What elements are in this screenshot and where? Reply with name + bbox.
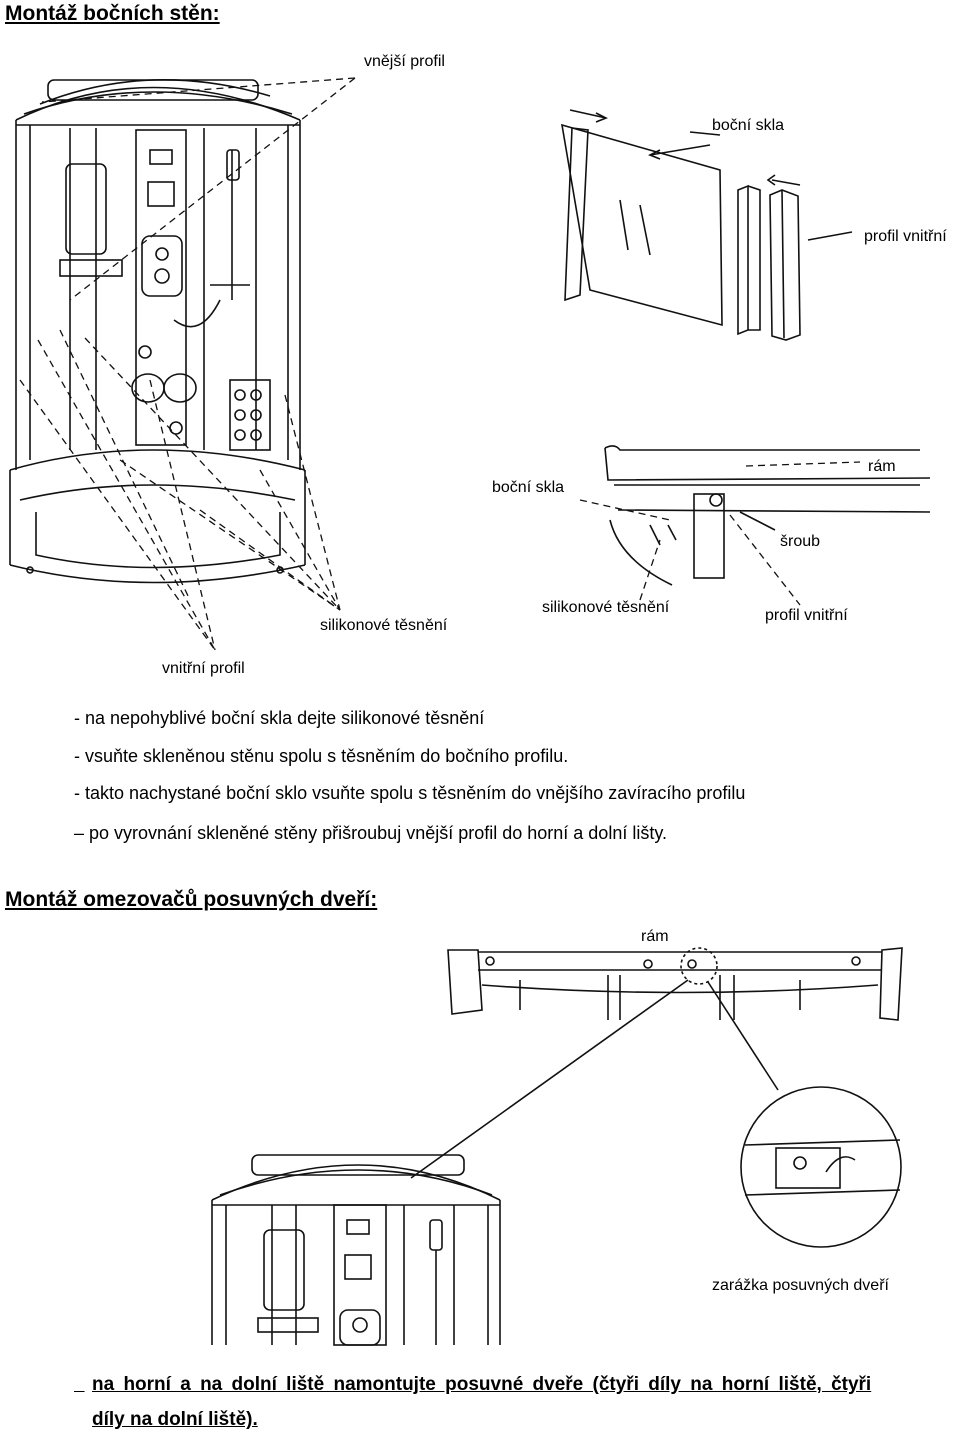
section2-instruction-line1: na horní a na dolní liště namontujte pos… bbox=[92, 1374, 872, 1395]
section1-title: Montáž bočních stěn: bbox=[5, 2, 220, 25]
label-vnitrni-profil: vnitřní profil bbox=[162, 660, 245, 677]
label-ram-top: rám bbox=[868, 458, 896, 475]
label-zarazka: zarážka posuvných dveří bbox=[712, 1277, 889, 1294]
instruction-3: - takto nachystané boční sklo vsuňte spo… bbox=[74, 783, 746, 803]
label-vnejsi-profil: vnější profil bbox=[364, 53, 445, 70]
instruction-1: - na nepohyblivé boční skla dejte siliko… bbox=[74, 708, 485, 728]
section2-instruction-line2: díly na dolní liště). bbox=[92, 1409, 258, 1430]
label-profil-vnitrni-top: profil vnitřní bbox=[864, 228, 947, 245]
label-silikonove-tesneni-1: silikonové těsnění bbox=[320, 617, 448, 634]
label-sroub: šroub bbox=[780, 533, 821, 550]
label-bocni-skla-top: boční skla bbox=[712, 117, 785, 134]
section2-title: Montáž omezovačů posuvných dveří: bbox=[5, 888, 378, 911]
label-profil-vnitrni-mid: profil vnitřní bbox=[765, 607, 848, 624]
instruction-4: – po vyrovnání skleněné stěny přišroubuj… bbox=[74, 823, 667, 843]
instruction-2: - vsuňte skleněnou stěnu spolu s těsnění… bbox=[74, 746, 569, 766]
label-bocni-skla-mid: boční skla bbox=[492, 479, 565, 496]
label-ram: rám bbox=[641, 928, 669, 945]
label-silikonove-tesneni-2: silikonové těsnění bbox=[542, 599, 670, 616]
section2-instruction-dash bbox=[74, 1374, 85, 1396]
